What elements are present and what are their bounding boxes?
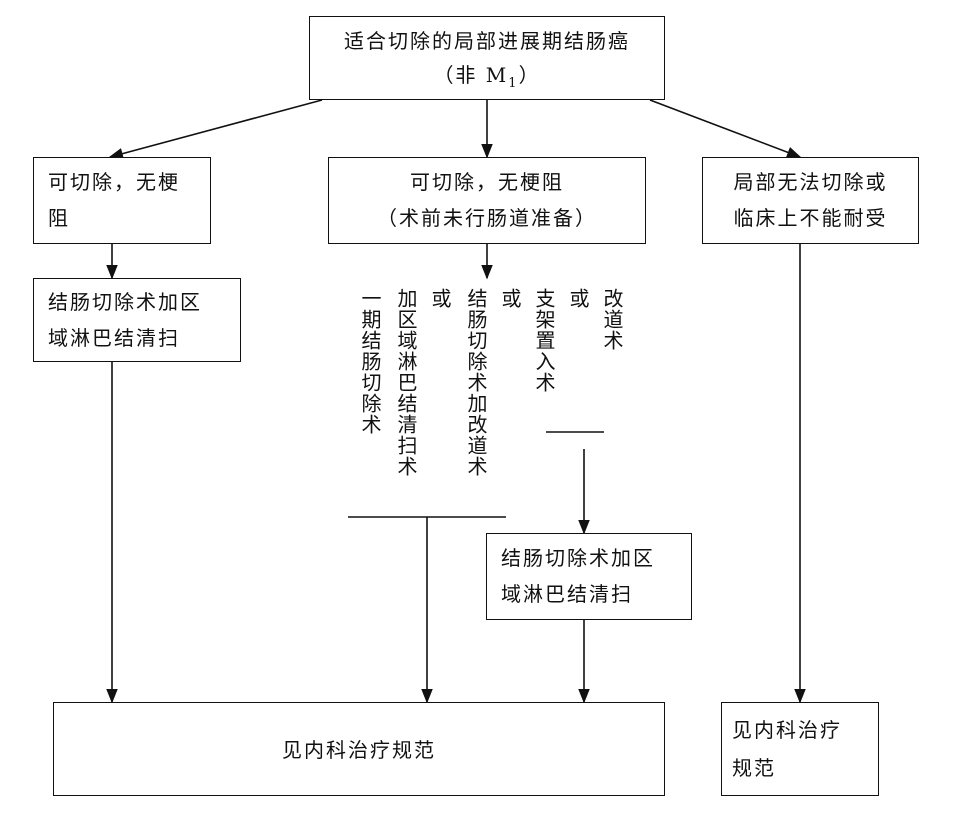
bottom-left-node: 见内科治疗规范 — [53, 702, 665, 796]
option-lymph-dissection: 加区域淋巴结清扫术 — [394, 288, 418, 477]
top-node-subscript: 1 — [508, 76, 519, 91]
option-or-2: 或 — [498, 288, 522, 309]
left-node: 可切除，无梗 阻 — [33, 157, 211, 244]
right-node: 局部无法切除或 临床上不能耐受 — [702, 157, 919, 244]
mid-surgery-line2: 域淋巴结清扫 — [501, 582, 633, 606]
right-node-line2: 临床上不能耐受 — [733, 206, 888, 230]
top-node-line1: 适合切除的局部进展期结肠癌 — [344, 29, 630, 53]
left-surgery-line2: 域淋巴结清扫 — [48, 326, 180, 350]
middle-node-line1: 可切除，无梗阻 — [410, 170, 564, 194]
bottom-right-node: 见内科治疗 规范 — [721, 702, 879, 796]
arrow-top-to-left — [108, 99, 323, 160]
option-resection-diversion: 结肠切除术加改道术 — [464, 288, 488, 477]
mid-surgery-line1: 结肠切除术加区 — [501, 546, 655, 570]
mid-surgery-node: 结肠切除术加区 域淋巴结清扫 — [486, 533, 692, 620]
right-node-line1: 局部无法切除或 — [733, 170, 888, 194]
option-or-3: 或 — [566, 288, 590, 309]
top-node-suffix: ） — [518, 63, 541, 87]
bottom-left-text: 见内科治疗规范 — [282, 738, 436, 762]
middle-node: 可切除，无梗阻 （术前未行肠道准备） — [328, 157, 646, 244]
bottom-right-line2: 规范 — [732, 756, 776, 780]
bottom-right-line1: 见内科治疗 — [732, 718, 842, 742]
option-diversion: 改道术 — [600, 288, 624, 351]
left-node-line1: 可切除，无梗 — [48, 170, 180, 194]
left-surgery-line1: 结肠切除术加区 — [48, 290, 202, 314]
option-stent: 支架置入术 — [532, 288, 556, 393]
top-node-line2: （非 M1） — [310, 57, 664, 93]
option-or-1: 或 — [428, 288, 452, 309]
left-surgery-node: 结肠切除术加区 域淋巴结清扫 — [33, 278, 241, 362]
left-node-line2: 阻 — [48, 206, 70, 230]
option-one-stage-resection: 一期结肠切除术 — [358, 288, 382, 435]
top-node-prefix: （非 M — [433, 63, 509, 87]
top-node: 适合切除的局部进展期结肠癌 （非 M1） — [309, 16, 665, 100]
middle-node-line2: （术前未行肠道准备） — [377, 206, 597, 230]
arrow-top-to-right — [649, 99, 802, 158]
